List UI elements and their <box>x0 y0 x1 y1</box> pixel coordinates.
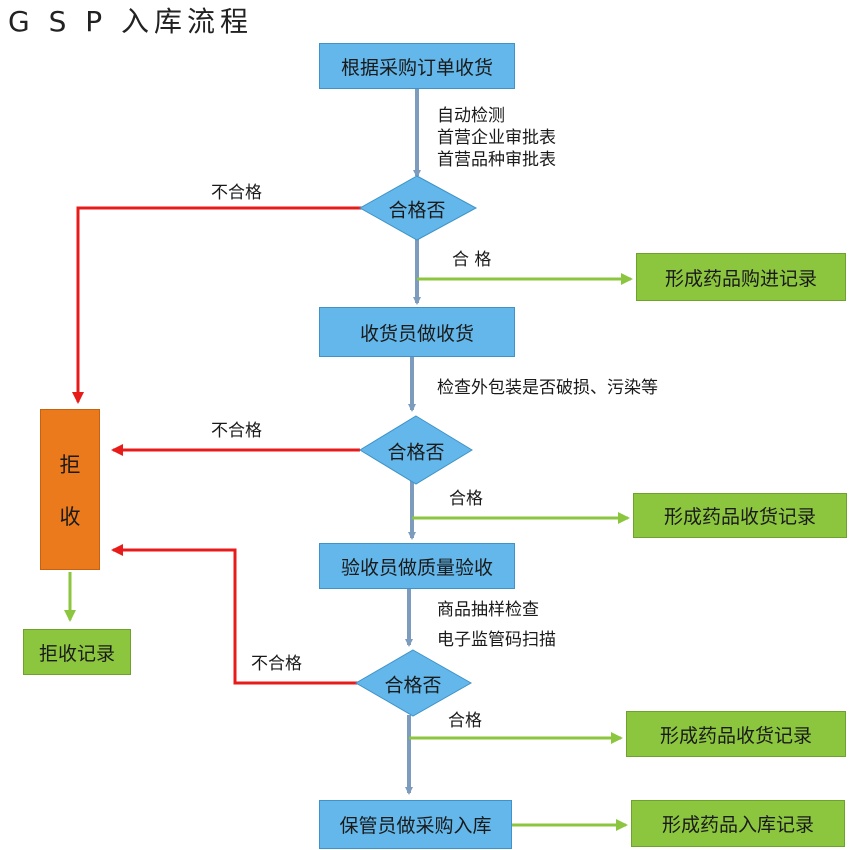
note-code-scan: 电子监管码扫描 <box>437 630 556 650</box>
decision-1-label: 合格否 <box>388 199 446 222</box>
reject-char-2: 收 <box>59 504 81 529</box>
step-warehouse-entry: 保管员做采购入库 <box>319 800 512 849</box>
note-sampling-check: 商品抽样检查 <box>437 600 539 620</box>
step-quality-inspection: 验收员做质量验收 <box>319 543 515 589</box>
fail-label-1: 不合格 <box>211 183 262 203</box>
decision-diamond-2 <box>359 415 473 485</box>
note-first-variety-form: 首营品种审批表 <box>437 150 556 170</box>
reject-char-1: 拒 <box>59 452 81 477</box>
pass-label-2: 合格 <box>449 489 483 509</box>
step-receiver-receipt: 收货员做收货 <box>319 307 515 357</box>
fail-label-2: 不合格 <box>211 421 262 441</box>
reject-box: 拒 收 <box>40 409 100 570</box>
decision-3-label: 合格否 <box>384 674 442 697</box>
record-warehouse-entry: 形成药品入库记录 <box>631 800 845 847</box>
record-rejection: 拒收记录 <box>23 629 131 675</box>
note-package-check: 检查外包装是否破损、污染等 <box>437 378 658 398</box>
decision-diamond-1 <box>358 175 478 241</box>
pass-label-3: 合格 <box>448 711 482 731</box>
note-first-enterprise-form: 首营企业审批表 <box>437 128 556 148</box>
record-receipt-1: 形成药品收货记录 <box>633 493 847 538</box>
pass-label-1: 合 格 <box>452 250 492 270</box>
record-purchase: 形成药品购进记录 <box>636 253 846 301</box>
page-title: G S P 入库流程 <box>8 5 254 38</box>
fail-arrow-1 <box>72 206 362 404</box>
decision-2-label: 合格否 <box>387 441 445 464</box>
fail-arrow-3 <box>111 544 358 685</box>
fail-label-3: 不合格 <box>251 654 302 674</box>
step-receive-by-order: 根据采购订单收货 <box>319 43 515 89</box>
decision-diamond-3 <box>355 649 473 717</box>
note-auto-check: 自动检测 <box>437 106 505 126</box>
record-receipt-2: 形成药品收货记录 <box>626 711 846 757</box>
